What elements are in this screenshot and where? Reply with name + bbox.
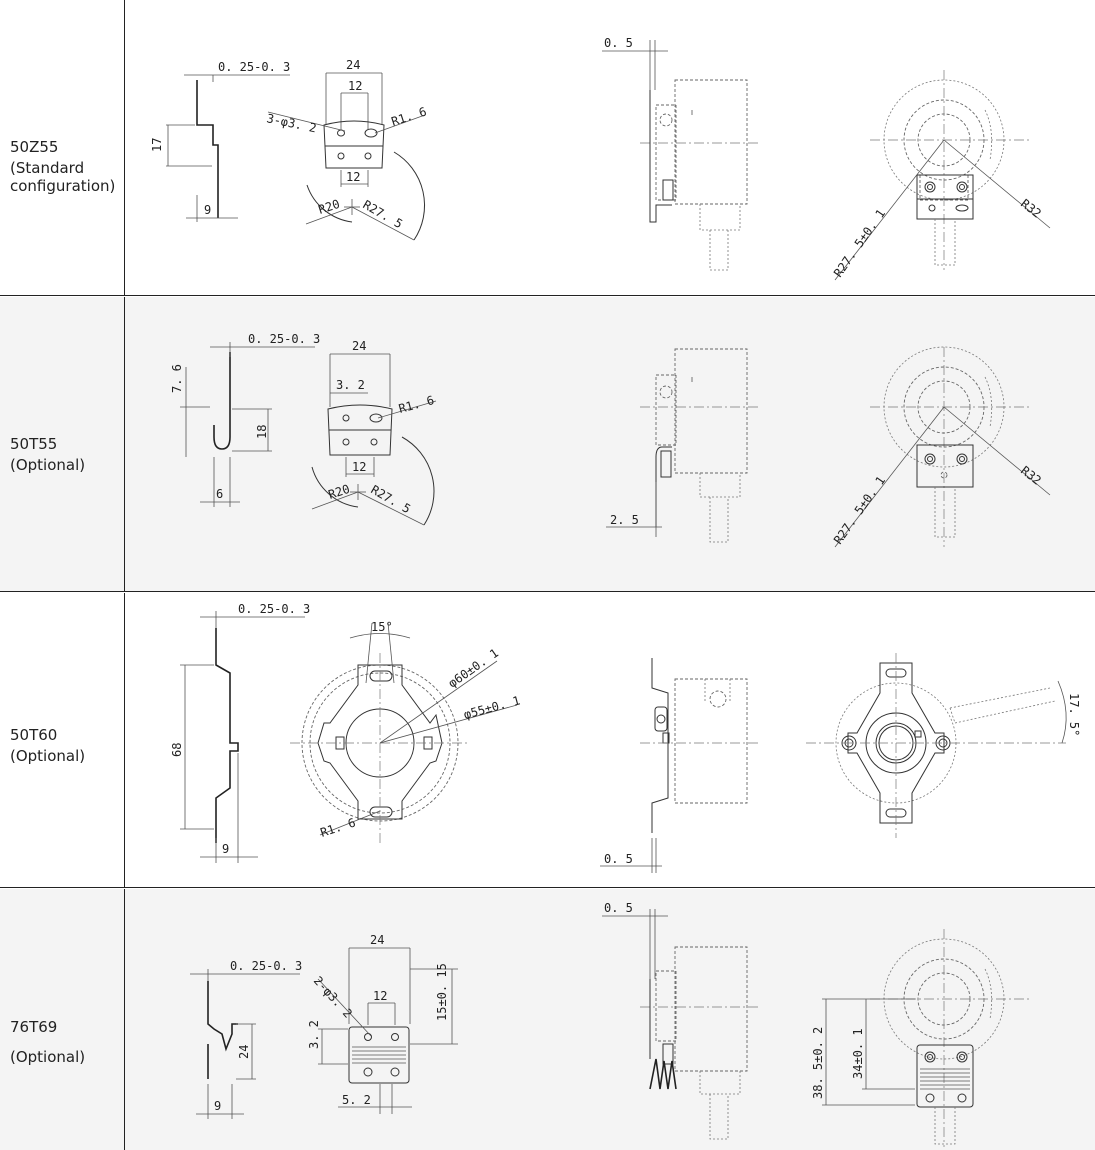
row-50z55: 50Z55 (Standard configuration) 0. 25-0. … (0, 0, 1095, 296)
model-config: (Optional) (10, 747, 86, 765)
label-cell: 76T69 (Optional) (0, 889, 125, 1150)
model-name: 76T69 (10, 1018, 58, 1036)
label-cell: 50T60 (Optional) (0, 593, 125, 887)
model-config: (Optional) (10, 456, 86, 474)
label-cell: 50Z55 (Standard configuration) (0, 0, 125, 296)
dim-hole-offset: 3. 2 (336, 378, 365, 392)
dim-height: 18 (255, 425, 269, 439)
dim-holes: 2-φ3. 2 (311, 974, 355, 1021)
bracket-top-view: 15° φ60±0. 1 φ55±0. 1 R1. 6 (290, 620, 522, 843)
dim-b: 34±0. 1 (851, 1028, 865, 1079)
dim-height-right: 15±0. 15 (435, 963, 449, 1021)
dim-spacing-top: 12 (348, 79, 362, 93)
encoder-side-view: 0. 5 (602, 901, 760, 1140)
dim-thickness: 0. 25-0. 3 (218, 60, 290, 74)
bracket-profile: 0. 25-0. 3 24 9 (190, 959, 302, 1119)
encoder-front-view: 38. 5±0. 2 34±0. 1 (811, 929, 1030, 1147)
dim-dia-inner: φ55±0. 1 (462, 693, 521, 721)
dim-height: 68 (170, 743, 184, 757)
drawing-50t60: 0. 25-0. 3 68 9 (170, 602, 1081, 873)
dim-width: 24 (352, 339, 366, 353)
encoder-front-view: 17. 5° (806, 653, 1081, 838)
dim-r-inner: R20 (327, 482, 352, 502)
drawing-50z55: 0. 25-0. 3 17 9 24 12 (150, 36, 1051, 281)
dim-angle: 15° (371, 620, 393, 634)
bracket-profile: 0. 25-0. 3 68 9 (170, 602, 310, 863)
bracket-top-view: 24 12 2-φ3. 2 3. 2 (307, 933, 458, 1114)
dim-outer-radius: R32 (1018, 196, 1044, 220)
dim-foot: 9 (214, 1099, 221, 1113)
model-name: 50T55 (10, 435, 58, 453)
model-config: (Optional) (10, 1048, 86, 1066)
dim-spacing-top: 12 (373, 989, 387, 1003)
bracket-top-view: 24 3. 2 R1. 6 12 (311, 339, 437, 526)
encoder-side-view: 0. 5 (602, 36, 760, 271)
encoder-side-view: 2. 5 (606, 348, 760, 543)
bracket-profile: 0. 25-0. 3 17 9 (150, 60, 290, 222)
dim-a: 38. 5±0. 2 (811, 1027, 825, 1099)
row-50t60: 50T60 (Optional) 0. 25-0. 3 68 9 (0, 593, 1095, 887)
dim-spacing-bottom: 12 (346, 170, 360, 184)
drawing-76t69: 0. 25-0. 3 24 9 24 12 (190, 901, 1030, 1147)
dim-side-gap: 0. 5 (604, 901, 633, 915)
model-config: (Standard configuration) (10, 159, 116, 195)
dim-side-gap: 2. 5 (610, 513, 639, 527)
dim-spacing-bottom: 12 (352, 460, 366, 474)
dim-holes: 3-φ3. 2 (265, 111, 317, 135)
encoder-front-view: R27. 5±0. 1 R32 (831, 346, 1051, 548)
dim-height: 24 (237, 1045, 251, 1059)
encoder-side-view: 0. 5 (600, 658, 760, 873)
dim-side-gap: 0. 5 (604, 36, 633, 50)
dim-radius-small: R1. 6 (390, 104, 429, 128)
drawing-50t55: 0. 25-0. 3 7. 6 18 6 24 3. 2 (170, 332, 1051, 548)
dim-foot: 9 (204, 203, 211, 217)
bracket-top-view: 24 12 3-φ3. 2 R1. 6 12 (265, 58, 429, 241)
dim-height: 17 (150, 138, 164, 152)
dim-width: 24 (370, 933, 384, 947)
row-50t55: 50T55 (Optional) 0. 25-0. 3 7. 6 18 6 (0, 297, 1095, 591)
dim-r-outer: R27. 5 (361, 197, 406, 231)
row-76t69: 76T69 (Optional) 0. 25-0. 3 24 9 (0, 889, 1095, 1150)
dim-r-outer: R27. 5 (369, 482, 414, 516)
dim-height-top: 7. 6 (170, 364, 184, 393)
dim-mount-radius: R27. 5±0. 1 (831, 474, 888, 547)
dim-dia-outer: φ60±0. 1 (446, 646, 501, 691)
label-cell: 50T55 (Optional) (0, 297, 125, 591)
dim-mount-radius: R27. 5±0. 1 (831, 207, 888, 280)
dim-foot: 6 (216, 487, 223, 501)
model-name: 50T60 (10, 726, 58, 744)
dim-side-gap: 0. 5 (604, 852, 633, 866)
dim-thickness: 0. 25-0. 3 (230, 959, 302, 973)
dim-cable-angle: 17. 5° (1067, 693, 1081, 736)
dim-outer-radius: R32 (1018, 463, 1044, 487)
dim-thickness: 0. 25-0. 3 (248, 332, 320, 346)
bracket-profile: 0. 25-0. 3 7. 6 18 6 (170, 332, 320, 507)
dim-foot: 9 (222, 842, 229, 856)
dim-radius-small: R1. 6 (319, 815, 358, 839)
dim-hole-offset: 3. 2 (307, 1020, 321, 1049)
encoder-front-view: R27. 5±0. 1 R32 (831, 70, 1051, 281)
dim-thickness: 0. 25-0. 3 (238, 602, 310, 616)
dim-radius-small: R1. 6 (397, 393, 436, 416)
dim-spacing-bottom: 5. 2 (342, 1093, 371, 1107)
model-name: 50Z55 (10, 138, 59, 156)
dim-width: 24 (346, 58, 360, 72)
dim-r-inner: R20 (317, 197, 342, 217)
